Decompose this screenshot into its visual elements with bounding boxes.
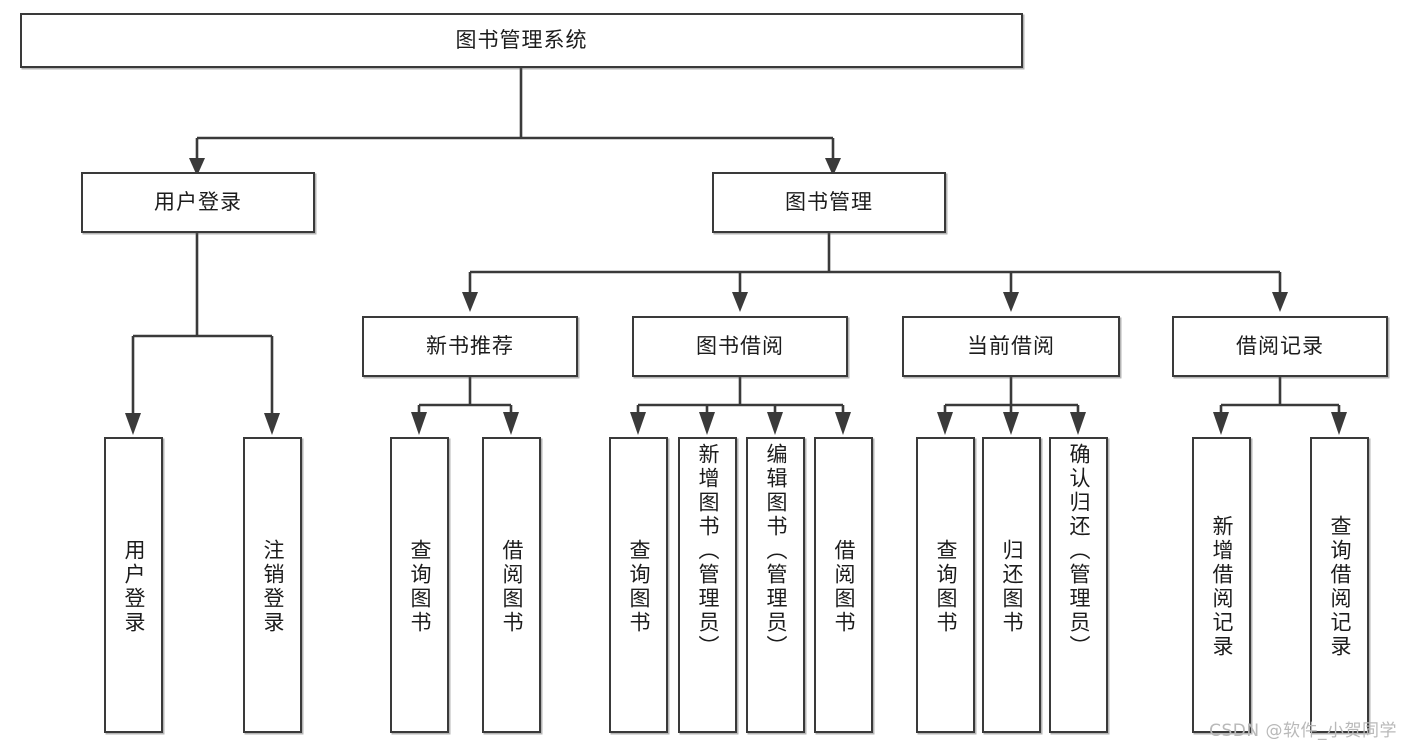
leaf-label: 确认归还（管理员） xyxy=(1067,443,1091,659)
leaf-borrow-book-new[interactable]: 借阅图书 xyxy=(482,437,541,733)
leaf-query-book-new[interactable]: 查询图书 xyxy=(390,437,449,733)
arrowhead-layer xyxy=(125,158,1347,435)
node-label: 图书管理系统 xyxy=(455,27,588,52)
node-current-borrowing[interactable]: 当前借阅 xyxy=(902,316,1120,377)
leaf-label: 查询图书 xyxy=(627,539,651,635)
leaf-edit-book-admin[interactable]: 编辑图书（管理员） xyxy=(746,437,805,733)
leaf-label: 查询图书 xyxy=(934,539,958,635)
leaf-user-login[interactable]: 用户登录 xyxy=(104,437,163,733)
node-book-borrowing[interactable]: 图书借阅 xyxy=(632,316,848,377)
node-borrowing-records[interactable]: 借阅记录 xyxy=(1172,316,1388,377)
leaf-query-borrow-record[interactable]: 查询借阅记录 xyxy=(1310,437,1369,733)
leaf-label: 用户登录 xyxy=(122,539,146,635)
leaf-label: 编辑图书（管理员） xyxy=(764,443,788,659)
leaf-add-book-admin[interactable]: 新增图书（管理员） xyxy=(678,437,737,733)
leaf-query-book-borrow[interactable]: 查询图书 xyxy=(609,437,668,733)
node-label: 图书借阅 xyxy=(696,333,784,358)
node-book-management[interactable]: 图书管理 xyxy=(712,172,946,233)
leaf-label: 注销登录 xyxy=(261,539,285,635)
leaf-label: 借阅图书 xyxy=(500,539,524,635)
leaf-query-book-current[interactable]: 查询图书 xyxy=(916,437,975,733)
leaf-label: 查询借阅记录 xyxy=(1328,515,1352,659)
leaf-label: 借阅图书 xyxy=(832,539,856,635)
leaf-label: 新增图书（管理员） xyxy=(696,443,720,659)
watermark: CSDN @软件_小贺同学 xyxy=(1209,721,1397,741)
leaf-label: 新增借阅记录 xyxy=(1210,515,1234,659)
node-label: 当前借阅 xyxy=(967,333,1055,358)
node-label: 用户登录 xyxy=(154,189,242,214)
leaf-return-book[interactable]: 归还图书 xyxy=(982,437,1041,733)
node-label: 借阅记录 xyxy=(1236,333,1324,358)
leaf-confirm-return-admin[interactable]: 确认归还（管理员） xyxy=(1049,437,1108,733)
leaf-add-borrow-record[interactable]: 新增借阅记录 xyxy=(1192,437,1251,733)
leaf-label: 归还图书 xyxy=(1000,539,1024,635)
node-new-book-recommendation[interactable]: 新书推荐 xyxy=(362,316,578,377)
leaf-borrow-book[interactable]: 借阅图书 xyxy=(814,437,873,733)
node-root-book-management-system[interactable]: 图书管理系统 xyxy=(20,13,1023,68)
leaf-label: 查询图书 xyxy=(408,539,432,635)
leaf-logout[interactable]: 注销登录 xyxy=(243,437,302,733)
node-label: 新书推荐 xyxy=(426,333,514,358)
node-user-login[interactable]: 用户登录 xyxy=(81,172,315,233)
node-label: 图书管理 xyxy=(785,189,873,214)
